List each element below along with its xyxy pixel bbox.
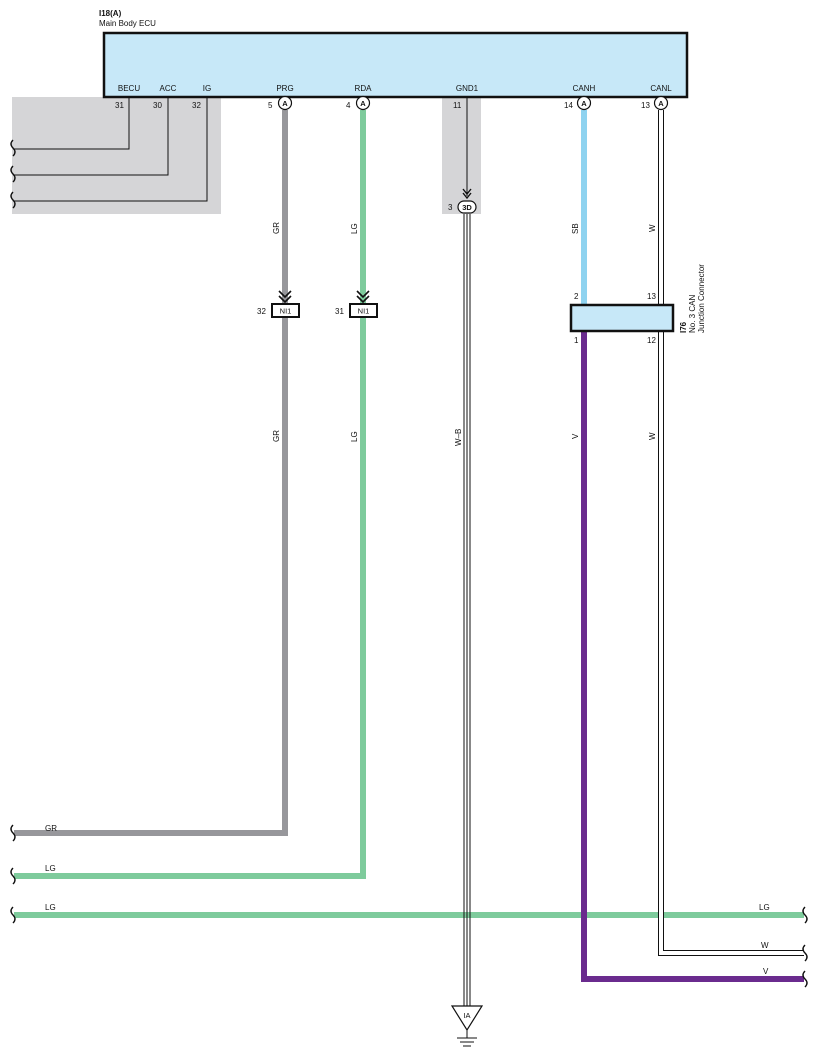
ground-connector-3d: 3D 3 xyxy=(448,188,477,214)
label-lg2-right: LG xyxy=(759,903,770,912)
wire-wb xyxy=(463,214,471,1006)
label-gr-bottom: GR xyxy=(45,824,57,833)
conn-a-canh: A xyxy=(576,95,592,111)
conn-a-canl: A xyxy=(653,95,669,111)
label-canh-top: SB xyxy=(571,223,580,234)
pin-num-acc: 30 xyxy=(153,101,162,110)
label-rda-mid: LG xyxy=(350,431,359,442)
label-lg1-bottom: LG xyxy=(45,864,56,873)
wire-gr xyxy=(14,110,288,836)
pin-label-canl: CANL xyxy=(650,84,672,93)
pin-num-prg: 5 xyxy=(268,101,273,110)
wire-v xyxy=(581,331,804,982)
ni1-connector-lg: NI1 31 xyxy=(335,290,378,318)
power-wires xyxy=(14,97,208,202)
svg-text:12: 12 xyxy=(647,336,656,345)
label-gnd-mid: W–B xyxy=(454,429,463,446)
wire-w xyxy=(584,110,804,982)
svg-text:A: A xyxy=(581,99,587,108)
label-canl-top: W xyxy=(648,224,657,232)
break-marks-left-bottom xyxy=(10,824,16,924)
svg-text:13: 13 xyxy=(647,292,656,301)
pin-label-ig: IG xyxy=(203,84,211,93)
ni1-connector-gr: NI1 32 xyxy=(257,290,300,318)
label-rda-top: LG xyxy=(350,223,359,234)
svg-text:32: 32 xyxy=(257,307,266,316)
ecu-power-shade xyxy=(12,97,221,214)
pin-label-prg: PRG xyxy=(276,84,293,93)
label-w-right: W xyxy=(761,941,769,950)
pin-label-rda: RDA xyxy=(355,84,373,93)
svg-text:NI1: NI1 xyxy=(358,307,370,316)
label-v-right: V xyxy=(763,967,769,976)
svg-text:2: 2 xyxy=(574,292,579,301)
ecu-name: Main Body ECU xyxy=(99,19,156,28)
conn-a-rda: A xyxy=(355,95,371,111)
svg-text:A: A xyxy=(658,99,664,108)
svg-text:I76: I76 xyxy=(679,321,688,333)
pin-num-gnd1: 11 xyxy=(453,101,462,110)
pin-num-canl: 13 xyxy=(641,101,650,110)
pin-num-becu: 31 xyxy=(115,101,124,110)
pin-num-rda: 4 xyxy=(346,101,351,110)
junction-connector-i76: 2 13 1 12 xyxy=(569,292,675,345)
svg-text:1: 1 xyxy=(574,336,579,345)
break-marks-right xyxy=(802,906,808,988)
pin-label-acc: ACC xyxy=(160,84,177,93)
pin-label-canh: CANH xyxy=(573,84,596,93)
conn-a-prg: A xyxy=(277,95,293,111)
pin-num-canh: 14 xyxy=(564,101,573,110)
ground-symbol-ia: IA xyxy=(450,1005,484,1047)
label-w-mid: W xyxy=(648,432,657,440)
label-prg-top: GR xyxy=(272,222,281,234)
pin-num-ig: 32 xyxy=(192,101,201,110)
label-lg2-left: LG xyxy=(45,903,56,912)
svg-text:IA: IA xyxy=(463,1011,470,1020)
pin-label-becu: BECU xyxy=(118,84,140,93)
svg-text:31: 31 xyxy=(335,307,344,316)
ecu-box xyxy=(102,31,689,99)
label-prg-mid: GR xyxy=(272,430,281,442)
svg-text:A: A xyxy=(282,99,288,108)
svg-text:3: 3 xyxy=(448,203,453,212)
svg-text:A: A xyxy=(360,99,366,108)
svg-text:NI1: NI1 xyxy=(280,307,292,316)
svg-text:Junction Connector: Junction Connector xyxy=(697,264,706,333)
ground-shade xyxy=(442,97,481,214)
junction-connector-label: I76 No. 3 CAN Junction Connector xyxy=(679,264,706,333)
svg-text:No. 3 CAN: No. 3 CAN xyxy=(688,295,697,333)
break-marks-left-top xyxy=(10,139,16,209)
pin-label-gnd1: GND1 xyxy=(456,84,479,93)
svg-text:3D: 3D xyxy=(462,203,472,212)
label-v-mid: V xyxy=(571,433,580,439)
wire-lg-rda xyxy=(14,110,366,879)
ecu-ref: I18(A) xyxy=(99,9,122,18)
